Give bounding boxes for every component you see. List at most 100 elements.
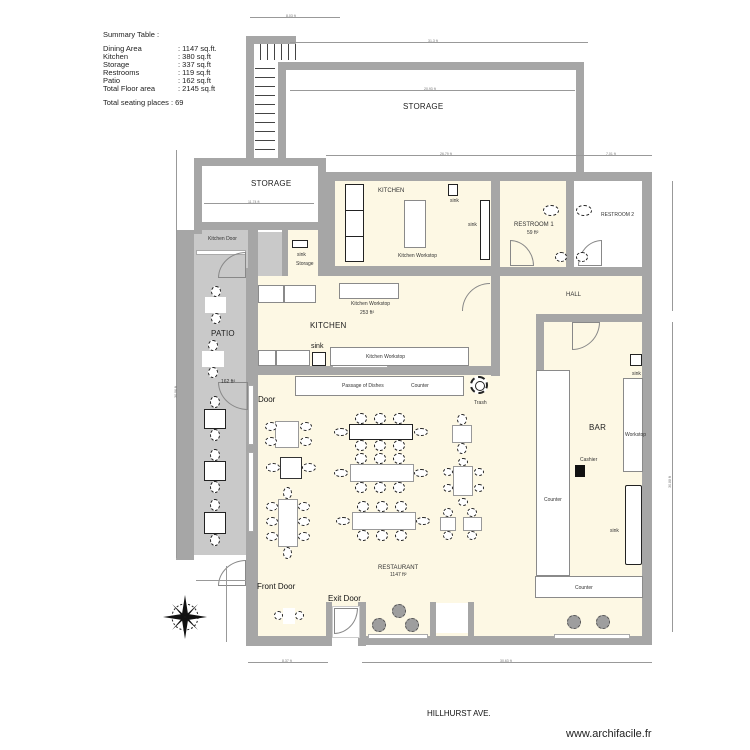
door-label: Door <box>258 395 276 404</box>
dimension-label: 20.93 ft <box>424 87 436 91</box>
street-name: HILLHURST AVE. <box>427 709 491 718</box>
trash-icon <box>470 376 488 394</box>
wall <box>358 602 366 646</box>
dining-table <box>275 421 299 448</box>
chair <box>210 396 220 408</box>
staircase <box>254 44 296 60</box>
dimension-label: 30.63 ft <box>500 659 512 663</box>
exit-door-label: Exit Door <box>328 594 361 603</box>
door-swing[interactable] <box>218 560 246 586</box>
chair <box>208 367 218 378</box>
toilet-icon <box>576 205 592 216</box>
dining-table <box>278 499 298 547</box>
stove <box>345 184 364 262</box>
chair <box>210 499 220 511</box>
dimension-label: 11.74 ft <box>248 200 260 204</box>
window <box>248 385 254 445</box>
patio-table <box>202 351 224 367</box>
window <box>248 452 254 532</box>
dimension-label: 8.03 ft <box>286 14 296 18</box>
bar-sink <box>625 485 642 565</box>
wall <box>282 230 288 276</box>
patio-table <box>204 461 226 481</box>
chair <box>266 532 278 541</box>
chair <box>416 517 430 525</box>
wall <box>500 267 652 276</box>
chair <box>474 468 484 476</box>
wall <box>430 602 436 638</box>
kitchen-workstop <box>330 347 469 366</box>
chair <box>355 453 367 464</box>
storage-top-label: STORAGE <box>403 102 444 111</box>
summary-row: Dining Area: 1147 sq.ft. <box>103 44 217 53</box>
chair <box>355 413 367 424</box>
wall <box>326 181 335 276</box>
bar-label: BAR <box>589 423 607 432</box>
window <box>368 634 428 639</box>
dimension-line <box>196 580 246 581</box>
wall <box>194 158 202 234</box>
trash-label: Trash <box>474 400 487 406</box>
dimension-line <box>362 662 652 663</box>
wall <box>256 366 491 375</box>
cashier-label: Cashier <box>580 457 598 463</box>
hall-floor-left <box>498 276 536 376</box>
chair <box>211 286 221 297</box>
chair <box>302 463 316 472</box>
dimension-line <box>226 566 227 642</box>
chair <box>393 453 405 464</box>
wall <box>318 172 652 181</box>
kitchen-workstop <box>339 283 399 299</box>
wall <box>468 602 474 638</box>
sink-label: sink <box>610 528 619 534</box>
dimension-label: 8.37 ft <box>282 659 292 663</box>
kitchen-top-label: KITCHEN <box>378 188 405 194</box>
restroom1-label: RESTROOM 1 <box>514 222 554 228</box>
dimension-line <box>204 203 314 204</box>
patio-table <box>204 409 226 429</box>
staircase <box>255 60 275 156</box>
storage-small-label: Storage <box>296 261 314 267</box>
chair <box>357 530 369 541</box>
chair <box>300 437 312 446</box>
chair <box>283 547 292 559</box>
dining-table <box>280 457 302 479</box>
chair <box>208 340 218 351</box>
wall <box>536 314 646 322</box>
wall <box>536 314 544 372</box>
chair <box>374 453 386 464</box>
column-box <box>436 603 468 633</box>
kitchen-main-area: 253 ft² <box>360 310 375 316</box>
summary-title: Summary Table : <box>103 30 160 39</box>
dimension-label: 30.96 ft <box>173 386 178 398</box>
wall <box>194 158 318 166</box>
chair <box>374 413 386 424</box>
summary-row: Patio: 162 sq.ft <box>103 76 211 85</box>
chair <box>443 484 453 492</box>
chair <box>298 532 310 541</box>
compass-rose-icon <box>163 595 207 639</box>
summary-row: Restrooms: 119 sq.ft <box>103 68 211 77</box>
chair <box>376 501 388 512</box>
bar-stool <box>405 618 419 632</box>
chair <box>266 463 280 472</box>
long-table <box>352 512 416 530</box>
chair <box>393 413 405 424</box>
chair <box>283 487 292 499</box>
long-table <box>350 464 414 482</box>
sink-label: sink <box>468 222 477 228</box>
kitchen-door-label: Kitchen Door <box>208 236 237 242</box>
chair <box>211 313 221 324</box>
passage-of-dishes-label: Passage of Dishes <box>342 383 384 389</box>
chair <box>266 517 278 526</box>
cashier-icon <box>575 465 585 477</box>
seating-total: Total seating places : 69 <box>103 98 184 107</box>
restroom1-area: 59 ft² <box>527 230 539 236</box>
chair <box>357 501 369 512</box>
wall <box>491 181 500 376</box>
chair <box>266 502 278 511</box>
chair <box>298 517 310 526</box>
wall <box>366 636 652 645</box>
dimension-line <box>250 17 340 18</box>
counter-unit <box>276 350 310 366</box>
